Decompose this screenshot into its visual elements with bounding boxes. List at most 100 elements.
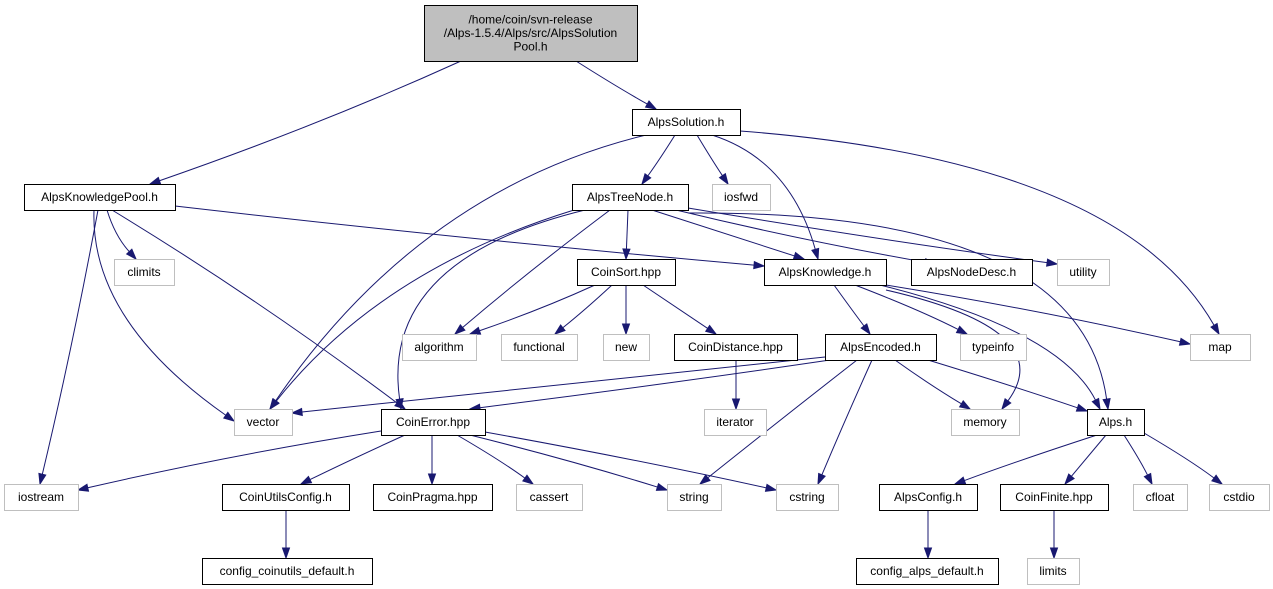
node-alpsknowledge[interactable]: AlpsKnowledge.h bbox=[764, 259, 887, 286]
edge-alpstreenode-to-alps bbox=[687, 212, 1111, 411]
node-box bbox=[712, 184, 771, 211]
node-box bbox=[381, 409, 486, 436]
edge-alpsencoded-to-vector bbox=[290, 356, 826, 417]
node-coinerror[interactable]: CoinError.hpp bbox=[381, 409, 486, 436]
arrowhead-icon bbox=[817, 472, 826, 486]
node-alpssolution[interactable]: AlpsSolution.h bbox=[632, 109, 741, 136]
node-iterator: iterator bbox=[704, 409, 767, 436]
edge-line bbox=[1143, 432, 1215, 479]
node-box bbox=[501, 334, 578, 361]
node-label: /home/coin/svn-release bbox=[468, 12, 592, 26]
node-alpsencoded[interactable]: AlpsEncoded.h bbox=[825, 334, 937, 361]
node-box bbox=[856, 558, 999, 585]
edge-line bbox=[927, 359, 1078, 409]
node-label: typeinfo bbox=[972, 340, 1014, 354]
edge-coinerror-to-coinpragma bbox=[427, 434, 437, 486]
node-label: map bbox=[1208, 340, 1232, 354]
node-functional: functional bbox=[501, 334, 578, 361]
arrowhead-icon bbox=[718, 172, 729, 186]
node-coinfinite[interactable]: CoinFinite.hpp bbox=[1000, 484, 1109, 511]
node-alpsknowledgepool[interactable]: AlpsKnowledgePool.h bbox=[24, 184, 176, 211]
arrowhead-icon bbox=[38, 472, 47, 486]
arrowhead-icon bbox=[764, 483, 778, 492]
edge-coinerror-to-string bbox=[469, 434, 669, 491]
node-label: functional bbox=[513, 340, 564, 354]
arrowhead-icon bbox=[792, 251, 806, 260]
node-box bbox=[222, 484, 350, 511]
edge-line bbox=[833, 284, 865, 327]
node-coindistance[interactable]: CoinDistance.hpp bbox=[674, 334, 798, 361]
arrowhead-icon bbox=[655, 482, 669, 491]
node-label: config_alps_default.h bbox=[870, 564, 983, 578]
node-coinsort[interactable]: CoinSort.hpp bbox=[577, 259, 676, 286]
arrowhead-icon bbox=[1075, 403, 1089, 412]
node-box bbox=[373, 484, 493, 511]
arrowhead-icon bbox=[1178, 337, 1192, 346]
arrowhead-icon bbox=[704, 324, 718, 335]
arrowhead-icon bbox=[1102, 398, 1111, 411]
edge-alpsknowledgepool-to-coinerror bbox=[111, 209, 407, 410]
node-typeinfo: typeinfo bbox=[960, 334, 1027, 361]
node-label: CoinError.hpp bbox=[396, 415, 470, 429]
node-box bbox=[776, 484, 839, 511]
arrowhead-icon bbox=[290, 407, 303, 417]
node-box bbox=[825, 334, 937, 361]
edge-line bbox=[275, 209, 575, 402]
edge-coinerror-to-cstring bbox=[484, 431, 778, 492]
node-alpsconfig[interactable]: AlpsConfig.h bbox=[879, 484, 978, 511]
node-box bbox=[114, 259, 175, 286]
edge-coinfinite-to-limits bbox=[1049, 510, 1059, 560]
arrowhead-icon bbox=[621, 323, 631, 336]
node-alpstreenode[interactable]: AlpsTreeNode.h bbox=[572, 184, 689, 211]
edge-alpstreenode-to-utility bbox=[687, 207, 1059, 267]
node-box bbox=[674, 334, 798, 361]
arrowhead-icon bbox=[281, 547, 291, 560]
edge-alpsencoded-to-cstring bbox=[817, 359, 873, 486]
node-box bbox=[764, 259, 887, 286]
edge-coinerror-to-cassert bbox=[456, 434, 535, 485]
edge-line bbox=[484, 431, 767, 489]
edge-line bbox=[739, 130, 1215, 326]
edge-line bbox=[675, 209, 926, 263]
node-label: CoinDistance.hpp bbox=[688, 340, 783, 354]
node-cstring: cstring bbox=[776, 484, 839, 511]
node-cfloat: cfloat bbox=[1133, 484, 1188, 511]
arrowhead-icon bbox=[125, 248, 138, 261]
node-alpsnodedesc[interactable]: AlpsNodeDesc.h bbox=[911, 259, 1033, 286]
edge-line bbox=[174, 205, 755, 266]
edge-coinutilsconfig-to-config_coinutils_default bbox=[281, 509, 291, 560]
edge-alps-to-cstdio bbox=[1143, 432, 1224, 485]
node-box bbox=[1000, 484, 1109, 511]
arrowhead-icon bbox=[269, 398, 280, 411]
edge-root-to-alpssolution bbox=[575, 60, 658, 110]
node-label: climits bbox=[127, 265, 160, 279]
arrowhead-icon bbox=[76, 483, 90, 492]
arrowhead-icon bbox=[468, 326, 482, 335]
edge-alpsencoded-to-string bbox=[698, 359, 858, 485]
node-coinpragma[interactable]: CoinPragma.hpp bbox=[373, 484, 493, 511]
edge-alps-to-cfloat bbox=[1123, 434, 1153, 486]
node-box bbox=[1087, 409, 1145, 436]
edge-root-to-alpsknowledgepool bbox=[148, 60, 462, 185]
arrowhead-icon bbox=[1210, 322, 1220, 336]
node-config-coinutils-default[interactable]: config_coinutils_default.h bbox=[202, 558, 373, 585]
node-alps[interactable]: Alps.h bbox=[1087, 409, 1145, 436]
edge-alpsencoded-to-coinerror bbox=[468, 359, 831, 412]
node-box bbox=[911, 259, 1033, 286]
edge-coinerror-to-iostream bbox=[76, 430, 382, 492]
node-box bbox=[24, 184, 176, 211]
node-config-alps-default[interactable]: config_alps_default.h bbox=[856, 558, 999, 585]
node-limits: limits bbox=[1027, 558, 1080, 585]
node-label: CoinPragma.hpp bbox=[387, 490, 477, 504]
node-box bbox=[667, 484, 722, 511]
arrowhead-icon bbox=[1046, 258, 1059, 267]
edge-line bbox=[711, 134, 816, 250]
edge-coinsort-to-functional bbox=[553, 284, 613, 335]
arrowhead-icon bbox=[698, 474, 711, 485]
edge-alpsknowledgepool-to-alpsknowledge bbox=[174, 205, 766, 270]
edge-line bbox=[562, 284, 613, 329]
edge-alpssolution-to-iosfwd bbox=[696, 134, 729, 186]
node-coinutilsconfig[interactable]: CoinUtilsConfig.h bbox=[222, 484, 350, 511]
node-utility: utility bbox=[1057, 259, 1110, 286]
